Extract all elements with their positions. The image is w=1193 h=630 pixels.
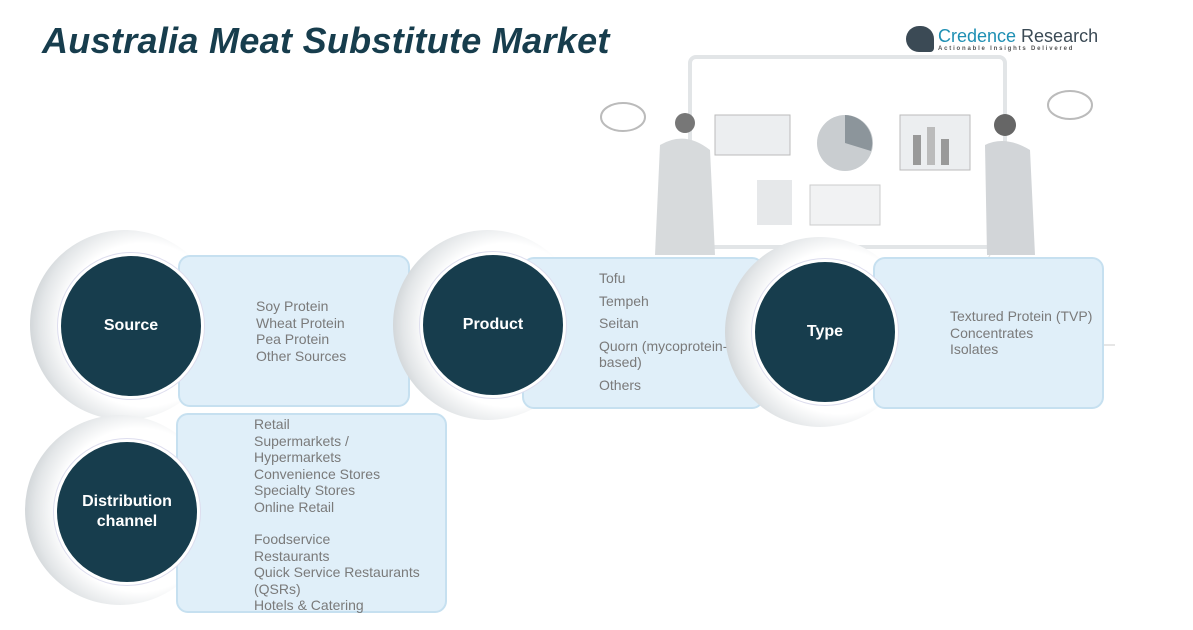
product-circle: Product xyxy=(420,252,566,398)
list-item: Specialty Stores xyxy=(254,482,356,498)
presentation-illustration xyxy=(595,55,1115,346)
list-item: Textured Protein (TVP) xyxy=(950,308,1093,324)
distribution-items: Retail Supermarkets / Hypermarkets Conve… xyxy=(254,416,420,614)
list-item: Restaurants xyxy=(254,547,330,564)
list-item: Supermarkets / Hypermarkets xyxy=(254,432,349,466)
product-label: Product xyxy=(462,316,524,333)
source-circle: Source xyxy=(58,253,204,399)
type-label: Type xyxy=(806,323,844,340)
list-item: Retail xyxy=(254,416,290,432)
logo-tagline: Actionable Insights Delivered xyxy=(938,46,1075,52)
list-item: Isolates xyxy=(950,341,999,357)
list-item: Quick Service Restaurants (QSRs) xyxy=(254,564,420,597)
list-item: Others xyxy=(599,376,642,393)
list-spacer xyxy=(254,515,420,531)
logo-text: Credence Research xyxy=(938,26,1098,47)
list-item: Online Retail xyxy=(254,498,335,515)
product-items: Tofu Tempeh Seitan Quorn (mycoprotein- b… xyxy=(599,270,727,393)
logo-name-2: Research xyxy=(1016,26,1099,46)
list-item: Foodservice xyxy=(254,531,331,547)
list-item: Convenience Stores xyxy=(254,465,381,482)
source-label: Source xyxy=(103,317,159,334)
logo xyxy=(906,26,934,52)
distribution-label: Distribution channel xyxy=(82,493,172,530)
list-item: Pea Protein xyxy=(256,331,330,347)
list-item: Quorn (mycoprotein- based) xyxy=(599,337,728,371)
logo-name-1: Credence xyxy=(938,26,1017,46)
type-circle: Type xyxy=(752,259,898,405)
source-items: Soy Protein Wheat Protein Pea Protein Ot… xyxy=(256,298,346,364)
list-item: Concentrates xyxy=(950,324,1034,341)
type-box xyxy=(873,257,1104,409)
list-item: Tempeh xyxy=(599,292,649,309)
page-title: Australia Meat Substitute Market xyxy=(42,20,610,61)
list-item: Wheat Protein xyxy=(256,314,345,331)
list-item: Soy Protein xyxy=(256,298,329,314)
list-item: Seitan xyxy=(599,315,639,331)
list-item: Hotels & Catering xyxy=(254,597,364,613)
distribution-box xyxy=(176,413,447,613)
list-item: Other Sources xyxy=(256,347,347,364)
type-items: Textured Protein (TVP) Concentrates Isol… xyxy=(950,308,1092,358)
list-item: Tofu xyxy=(599,270,626,286)
distribution-circle: Distribution channel xyxy=(54,439,200,585)
